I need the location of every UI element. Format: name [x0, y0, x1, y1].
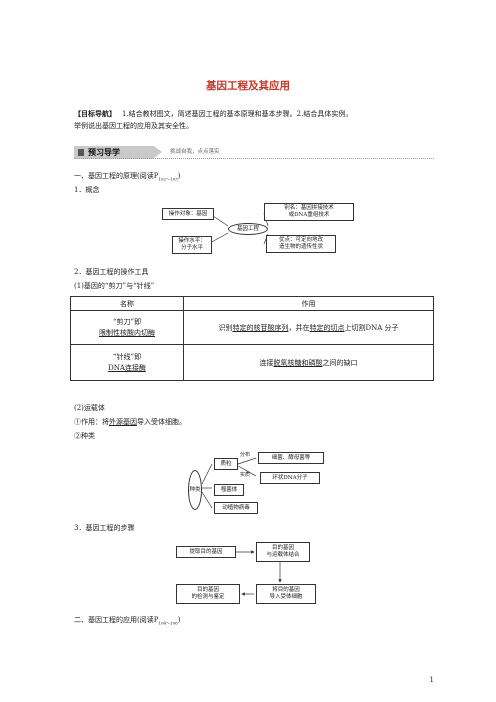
- row2-func-c: 之间的缺口: [322, 358, 358, 367]
- row2-func-b: 脱氧核糖和磷酸: [273, 358, 323, 367]
- row1-name: “剪刀”即 限制性核酸内切酶: [70, 310, 184, 345]
- steps-label: 3．基因工程的步骤: [74, 524, 135, 532]
- concept-advantage-line-1: 优点：可定向地改: [278, 237, 323, 243]
- vector-plasmid: 质粒: [214, 458, 238, 470]
- section-2-heading: 二、基因工程的应用(阅读P104～106): [74, 614, 180, 629]
- vector-phage: 噬菌体: [214, 484, 244, 496]
- vector-bacteria: 细菌、酵母菌等: [258, 452, 324, 464]
- row2-name-line-1: “针线”即: [112, 352, 142, 361]
- step-1: 提取目的基因: [176, 546, 236, 558]
- row2-name: “针线”即 DNA连接酶: [70, 344, 184, 381]
- concept-op-level: 操作水平： 分子水平: [172, 236, 212, 254]
- concept-alias-line-2: 或DNA重组技术: [288, 212, 330, 218]
- table-header-row: 名称 作用: [70, 296, 434, 311]
- row1-name-line-1: “剪刀”即: [112, 317, 142, 326]
- row1-function: 识别特定的核苷酸序列，并在特定的切点上切割DNA 分子: [183, 310, 434, 345]
- row1-func-a: 识别: [218, 323, 233, 332]
- vector-use: ①作用：将外源基因导入受体细胞。: [74, 416, 186, 428]
- tools-label: 2．基因工程的操作工具: [74, 268, 149, 276]
- row1-func-e: 上切割DNA 分子: [344, 323, 399, 332]
- preview-banner: 预习导学 挑战自我，点点落实: [74, 146, 434, 159]
- concept-center: 基因工程: [228, 223, 268, 235]
- concept-alias-line-1: 别名：基因拼接技术: [284, 205, 334, 211]
- banner-subtitle: 挑战自我，点点落实: [170, 149, 220, 155]
- step-2: 目的基因 与运载体结合: [256, 542, 310, 562]
- table-row: “针线”即 DNA连接酶 连接脱氧核糖和磷酸之间的缺口: [70, 344, 434, 381]
- row2-function: 连接脱氧核糖和磷酸之间的缺口: [183, 344, 434, 381]
- concept-label: 1．概念: [74, 186, 100, 194]
- goals-text-2: 举例说出基因工程的应用及其安全性。: [74, 122, 193, 130]
- section-2-heading-end: ): [177, 616, 181, 624]
- concept-advantage-line-2: 造生物的遗传性状: [278, 244, 323, 250]
- goals-label: 【目标导航】: [74, 109, 116, 118]
- concept-op-level-line-2: 分子水平: [180, 245, 203, 251]
- vector-essence-label: 实质: [240, 472, 251, 478]
- banner-book-icon: [78, 149, 84, 156]
- vector-sub-2: (2)运载体: [74, 404, 105, 412]
- concept-op-level-line-1: 操作水平：: [178, 238, 206, 244]
- step-2-line-2: 与运载体结合: [266, 552, 300, 558]
- concept-advantage: 优点：可定向地改 造生物的遗传性状: [266, 235, 336, 253]
- row1-name-line-2: 限制性核酸内切酶: [99, 328, 155, 337]
- step-3: 将目的基因 导入受体细胞: [256, 584, 316, 604]
- row2-func-a: 连接: [259, 358, 274, 367]
- concept-op-object: 操作对象：基因: [162, 208, 214, 220]
- vector-use-b: 外源基因: [109, 418, 137, 426]
- row1-func-b: 特定的核苷酸序列: [232, 323, 289, 332]
- table-row: “剪刀”即 限制性核酸内切酶 识别特定的核苷酸序列，并在特定的切点上切割DNA …: [70, 310, 434, 345]
- step-2-line-1: 目的基因: [271, 545, 294, 551]
- row2-name-line-2: DNA连接酶: [108, 363, 146, 372]
- vector-distribution-label: 分布: [240, 452, 251, 458]
- vector-kinds-node: 种类: [188, 470, 202, 510]
- goals-text-1: 1.结合教材图文，简述基因工程的基本原理和基本步骤。2.结合具体实例，: [122, 110, 353, 118]
- page-title: 基因工程及其应用: [206, 80, 290, 92]
- learning-goals: 【目标导航】 1.结合教材图文，简述基因工程的基本原理和基本步骤。2.结合具体实例…: [74, 108, 436, 132]
- section-1-heading: 一、基因工程的原理(阅读P102～103): [74, 170, 180, 185]
- step-4-line-2: 的检测与鉴定: [191, 594, 225, 600]
- page-number: 1: [429, 676, 434, 684]
- vector-diagram-lines: [201, 457, 257, 509]
- vector-circular-dna: 环状DNA分子: [260, 472, 320, 484]
- row1-func-c: ，并在: [288, 323, 310, 332]
- concept-alias: 别名：基因拼接技术 或DNA重组技术: [264, 203, 354, 221]
- tools-table: 名称 作用 “剪刀”即 限制性核酸内切酶 识别特定的核苷酸序列，并在特定的切点上…: [70, 296, 434, 381]
- vector-kinds: ②种类: [74, 432, 95, 440]
- section-2-heading-text: 二、基因工程的应用(阅读P: [74, 616, 159, 624]
- header-function: 作用: [183, 296, 434, 311]
- section-2-pages: 104～106: [158, 620, 178, 626]
- section-1-heading-end: ): [177, 172, 181, 180]
- banner-label: 预习导学: [88, 148, 120, 157]
- tools-sub-1: (1)基因的“剪刀”与“针线”: [74, 282, 155, 290]
- steps-flow-arrows: [236, 550, 282, 596]
- step-3-line-1: 将目的基因: [272, 587, 300, 593]
- section-1-pages: 102～103: [158, 176, 178, 182]
- step-4-line-1: 目的基因: [196, 587, 219, 593]
- row1-func-d: 特定的切点: [309, 323, 345, 332]
- step-3-line-2: 导入受体细胞: [269, 594, 303, 600]
- vector-use-a: ①作用：将: [74, 418, 109, 426]
- banner-bar: [74, 146, 162, 159]
- section-1-heading-text: 一、基因工程的原理(阅读P: [74, 172, 159, 180]
- banner-divider: [74, 158, 434, 159]
- header-name: 名称: [70, 296, 184, 311]
- step-4: 目的基因 的检测与鉴定: [176, 584, 240, 604]
- vector-virus: 动植物病毒: [214, 502, 258, 514]
- vector-use-c: 导入受体细胞。: [137, 418, 186, 426]
